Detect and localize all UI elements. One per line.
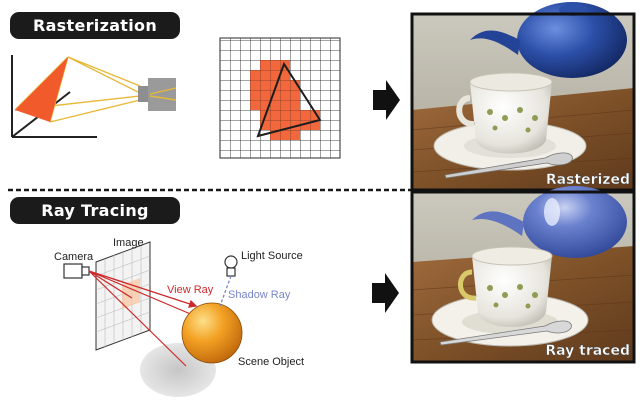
label-light-source: Light Source (241, 250, 303, 262)
projected-triangle (15, 57, 68, 122)
camera-icon (138, 78, 177, 111)
camera-icon (63, 263, 90, 279)
label-shadow-ray: Shadow Ray (228, 289, 291, 301)
cup-icon (458, 246, 553, 327)
cup-icon (456, 72, 553, 154)
rasterization-section (11, 37, 400, 159)
view-ray (88, 270, 198, 308)
arrow-icon (373, 80, 400, 120)
ray-traced-render: Ray traced (410, 186, 636, 364)
caption-rasterized: Rasterized (546, 172, 630, 188)
label-view-ray: View Ray (167, 284, 214, 296)
label-scene-object: Scene Object (238, 356, 304, 368)
teapot-icon (470, 2, 627, 78)
spoon-icon (439, 320, 572, 346)
section-title-ray-tracing: Ray Tracing (10, 197, 180, 224)
rasterized-render: Rasterized (410, 2, 636, 192)
section-title-rasterization: Rasterization (10, 12, 180, 39)
image-plane (95, 241, 151, 351)
arrow-icon (372, 273, 399, 313)
teapot-icon (472, 186, 627, 258)
light-source-icon (224, 255, 238, 277)
spoon-icon (444, 152, 573, 179)
ray-tracing-section: Camera Image Light Source View Ray Shado… (54, 237, 399, 397)
caption-ray-traced: Ray traced (545, 343, 630, 359)
label-camera: Camera (54, 251, 94, 263)
pixel-grid (219, 37, 341, 159)
view-rays (88, 270, 201, 367)
scene-object-sphere (181, 302, 243, 364)
shadow-ray (219, 275, 232, 307)
label-image: Image (113, 237, 144, 249)
